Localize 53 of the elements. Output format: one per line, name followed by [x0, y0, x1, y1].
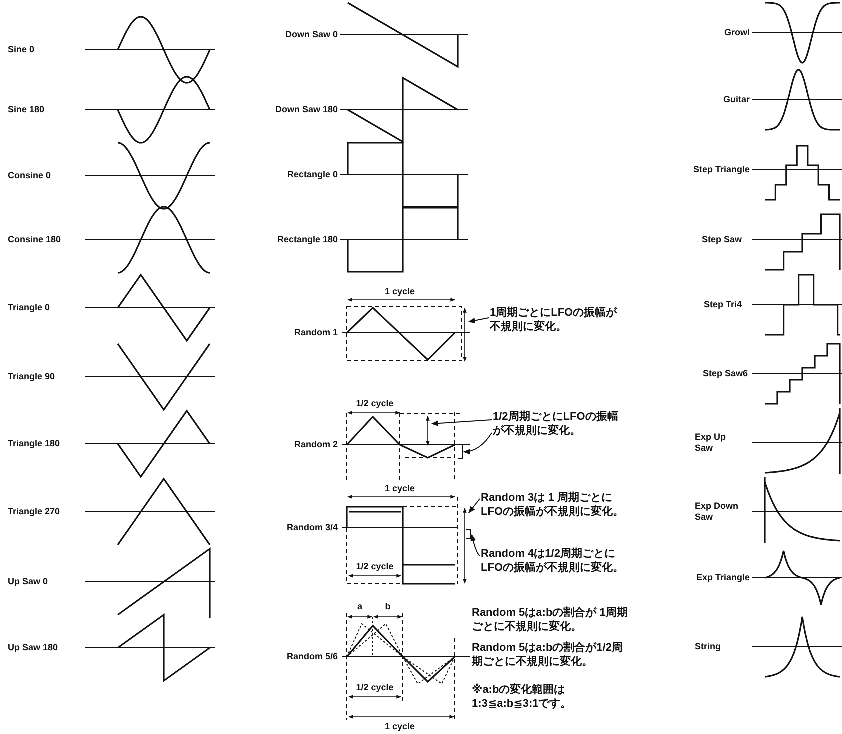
waveform-label: Down Saw 180 [275, 104, 338, 116]
leader-line [463, 432, 492, 454]
waveform-label: Exp Up Saw [695, 432, 728, 454]
annotation-text: 1/2周期ごとにLFOの振幅が不規則に変化。 [493, 410, 627, 438]
dimension-label: 1 cycle [384, 286, 416, 298]
bracket [466, 529, 472, 539]
waveform-label: Consine 180 [8, 234, 62, 246]
note-text: Random 5はa:bの割合が 1周期ごとに不規則に変化。 [472, 606, 629, 634]
bracket [458, 444, 464, 459]
waveform-label: Exp Triangle [696, 572, 750, 584]
waveform-label: Step Saw [702, 234, 742, 246]
waveform-label: Triangle 0 [8, 302, 50, 314]
note-text: Random 5はa:bの割合が1/2周期ごとに不規則に変化。 [472, 641, 624, 669]
dimension-line [461, 508, 469, 584]
waveform-label: Step Tri4 [704, 300, 742, 310]
dimension-label: a [358, 602, 362, 612]
waveform-label: Down Saw 0 [285, 30, 338, 40]
waveform-label: Triangle 90 [8, 372, 56, 382]
note-text: ※a:bの変化範囲は1:3≦a:b≦3:1です。 [472, 683, 573, 711]
waveform-label: Rectangle 180 [277, 234, 338, 246]
waveform-label: Random 2 [294, 440, 338, 450]
leader-line [468, 498, 480, 514]
annotation-text: 1周期ごとにLFOの振幅が不規則に変化。 [490, 306, 618, 334]
dimension-line [424, 416, 432, 446]
waveform-label: Random 5/6 [286, 652, 338, 662]
waveform-label: Step Triangle [693, 164, 750, 176]
leader-line [468, 318, 490, 324]
waveform-label: String [695, 642, 721, 652]
dimension-label: 1/2 cycle [356, 562, 394, 572]
waveform-label: Rectangle 0 [287, 170, 338, 180]
waveform-label: Sine 0 [8, 44, 35, 56]
waveform-label: Random 3/4 [286, 522, 338, 534]
waveform-label: Exp Down Saw [695, 501, 740, 523]
waveform-label: Up Saw 0 [8, 576, 48, 588]
waveform-label: Guitar [723, 94, 750, 106]
waveform-label: Triangle 270 [8, 506, 60, 518]
waveform-label: Consine 0 [8, 170, 52, 182]
dimension-line [461, 308, 469, 362]
waveform-label: Growl [724, 28, 750, 38]
leader-line [470, 534, 480, 556]
waveform-label: Triangle 180 [8, 438, 60, 450]
waveform-label: Sine 180 [8, 104, 45, 116]
waveform-label: Step Saw6 [702, 368, 748, 380]
dimension-label: 1/2 cycle [356, 682, 394, 694]
waveform-label: Up Saw 180 [8, 642, 58, 654]
dimension-label: 1 cycle [384, 484, 416, 494]
annotation-text: Random 4は1/2周期ごとにLFOの振幅が不規則に変化。 [481, 547, 633, 575]
waveform-label: Random 1 [294, 328, 338, 338]
dimension-label: 1 cycle [384, 722, 416, 732]
dimension-label: b [385, 602, 391, 612]
leader-line [431, 420, 492, 426]
annotation-text: Random 3は 1 周期ごとにLFOの振幅が不規則に変化。 [481, 491, 633, 519]
dimension-label: 1/2 cycle [356, 398, 394, 410]
